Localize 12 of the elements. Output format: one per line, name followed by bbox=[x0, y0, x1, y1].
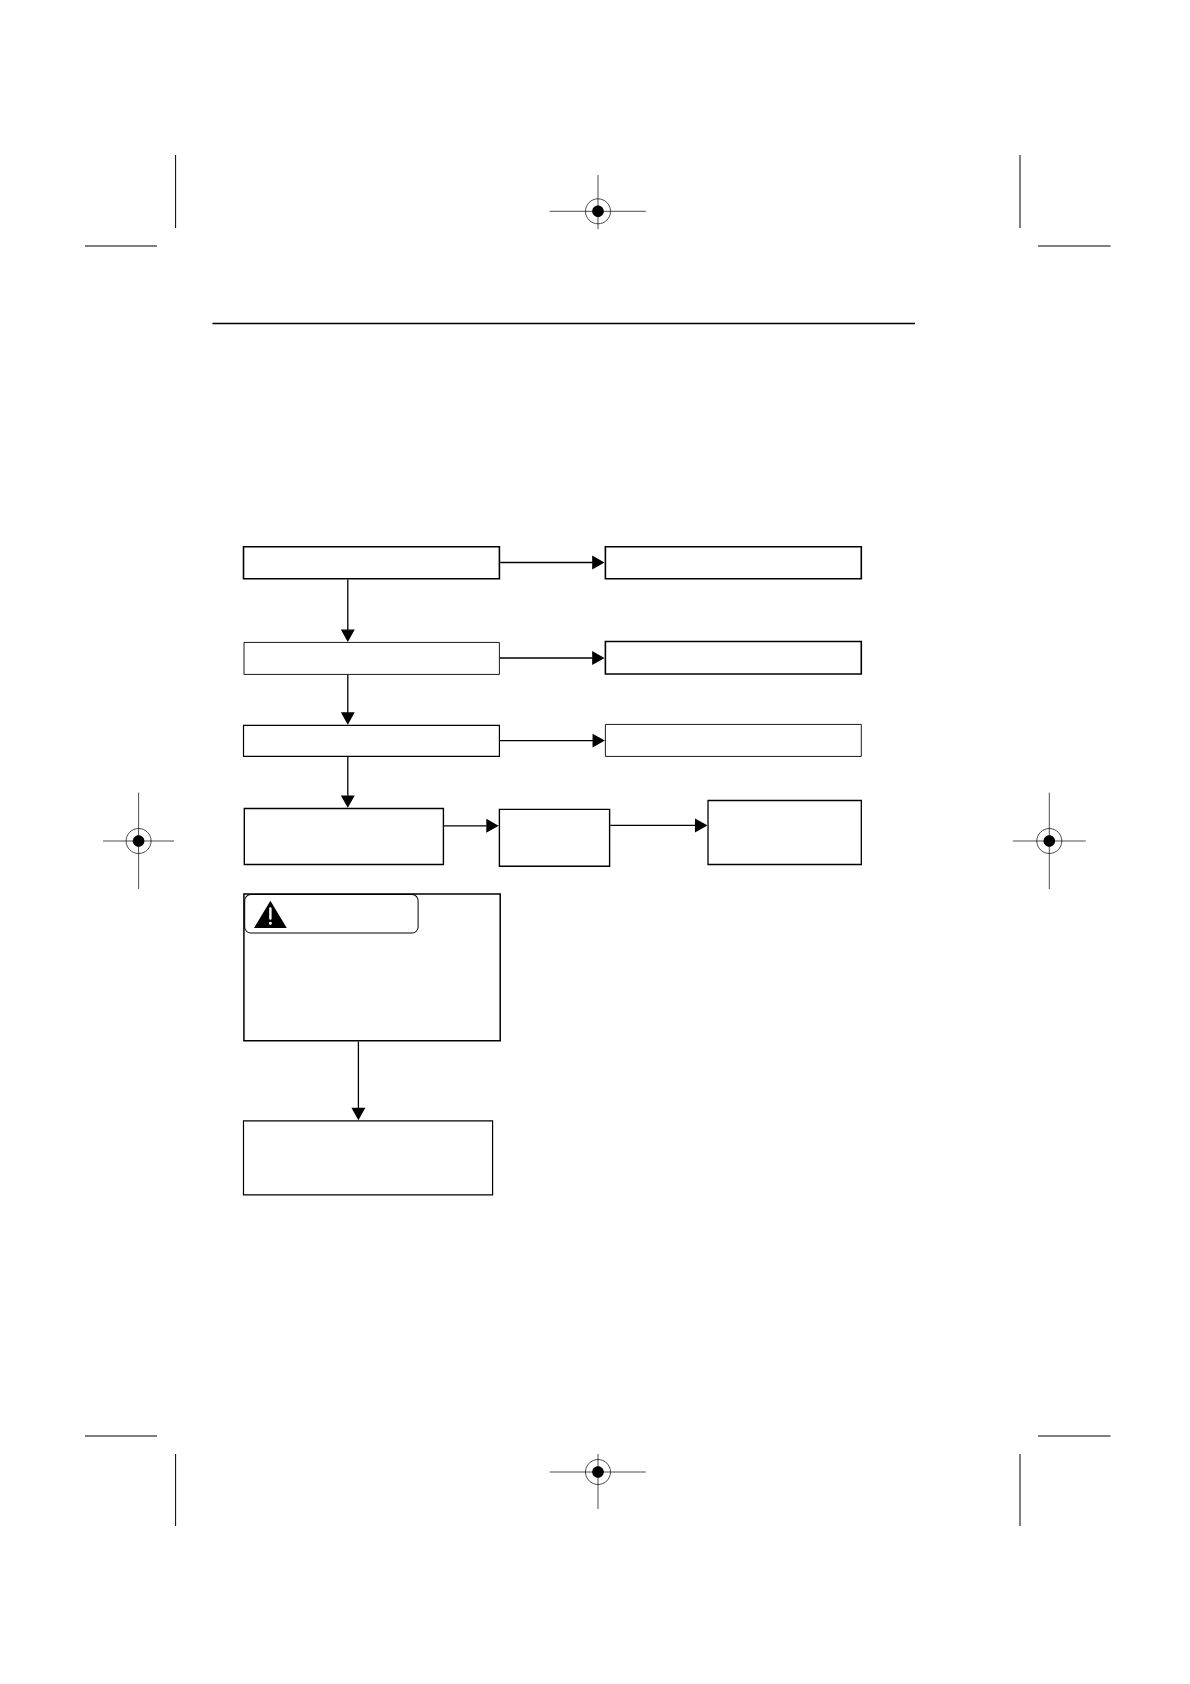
arrow bbox=[499, 733, 605, 748]
flowchart-box bbox=[604, 723, 862, 757]
warning-box bbox=[243, 893, 501, 1042]
flowchart-box bbox=[498, 808, 611, 867]
flowchart-box bbox=[707, 799, 862, 866]
flowchart-box bbox=[242, 1120, 494, 1196]
flowchart-box bbox=[604, 640, 863, 675]
flowchart-box bbox=[604, 546, 863, 580]
flowchart-box bbox=[243, 641, 500, 675]
flowchart-box bbox=[242, 724, 500, 757]
flowchart-box bbox=[243, 807, 445, 866]
flowchart-box bbox=[242, 546, 501, 580]
